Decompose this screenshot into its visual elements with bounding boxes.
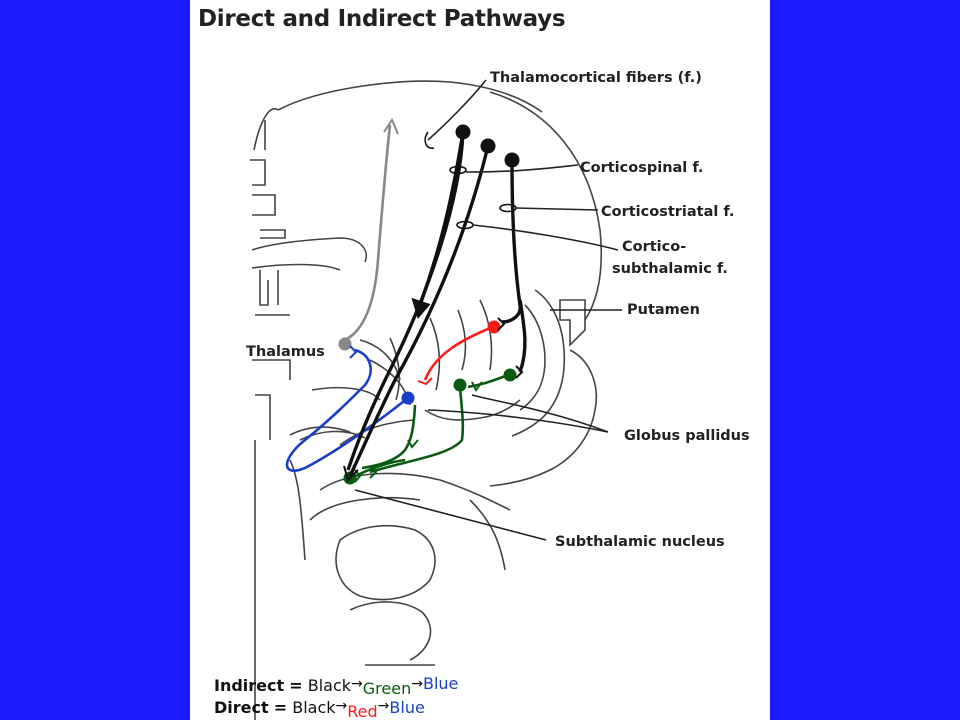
legend-indirect-eq: =	[289, 676, 303, 695]
legend-direct-step-blue: Blue	[389, 698, 425, 717]
legend-indirect-step-blue: Blue	[422, 674, 459, 693]
pallidal-neuron-green	[453, 378, 467, 392]
label-putamen: Putamen	[627, 302, 700, 318]
black-pathways	[346, 131, 527, 477]
legend-direct-arrow-2: →	[377, 698, 390, 714]
striatal-neuron-red	[487, 320, 501, 334]
striatal-terminal-red	[497, 317, 506, 331]
label-cortico-line1: Cortico-	[622, 239, 687, 255]
striatal-neuron-green	[503, 368, 517, 382]
diagram-panel: Direct and Indirect Pathways Thalamocort…	[190, 0, 770, 720]
legend-direct-arrow-1: →	[335, 698, 348, 714]
leader-lines	[354, 79, 622, 541]
label-thalamus: Thalamus	[246, 344, 325, 360]
cortical-neuron-1	[455, 124, 471, 140]
cortical-neuron-2	[480, 138, 496, 154]
label-thalamocortical: Thalamocortical fibers (f.)	[490, 70, 702, 86]
legend-indirect-name: Indirect	[214, 676, 285, 695]
striatal-terminal-green	[515, 365, 524, 379]
subthalamic-terminal	[343, 465, 359, 482]
label-cortico-line2: subthalamic f.	[612, 261, 728, 277]
label-subthalamic-nucleus: Subthalamic nucleus	[555, 534, 725, 550]
legend-direct-name: Direct	[214, 698, 269, 717]
red-pathway	[417, 320, 501, 386]
legend-indirect-arrow-2: →	[411, 676, 423, 692]
page-title: Direct and Indirect Pathways	[198, 6, 566, 32]
label-corticospinal: Corticospinal f.	[580, 160, 704, 176]
corticospinal-arrowhead	[411, 297, 431, 320]
brain-diagram	[250, 79, 622, 720]
legend-direct-eq: =	[273, 698, 288, 717]
pallidal-neuron-blue	[401, 391, 415, 405]
legend-indirect-step-green: Green	[362, 679, 412, 698]
anatomy-outline	[250, 80, 603, 720]
thalamocortical-pathway	[338, 117, 399, 351]
fiber-rings	[424, 131, 517, 230]
legend-direct: Direct = Black→Red→Blue	[214, 698, 425, 720]
legend-indirect: Indirect = Black→Green→Blue	[214, 674, 459, 698]
legend-direct-step-red: Red	[347, 702, 378, 720]
cortical-neuron-3	[504, 152, 520, 168]
green-pathway	[351, 373, 509, 483]
label-globus-pallidus: Globus pallidus	[624, 428, 750, 444]
thalamic-neuron	[338, 337, 352, 351]
label-corticostriatal: Corticostriatal f.	[601, 204, 735, 220]
legend-indirect-arrow-1: →	[351, 676, 363, 692]
legend-indirect-step-black: Black	[307, 676, 352, 695]
blue-pathway	[285, 345, 415, 472]
legend-direct-step-black: Black	[292, 698, 336, 717]
